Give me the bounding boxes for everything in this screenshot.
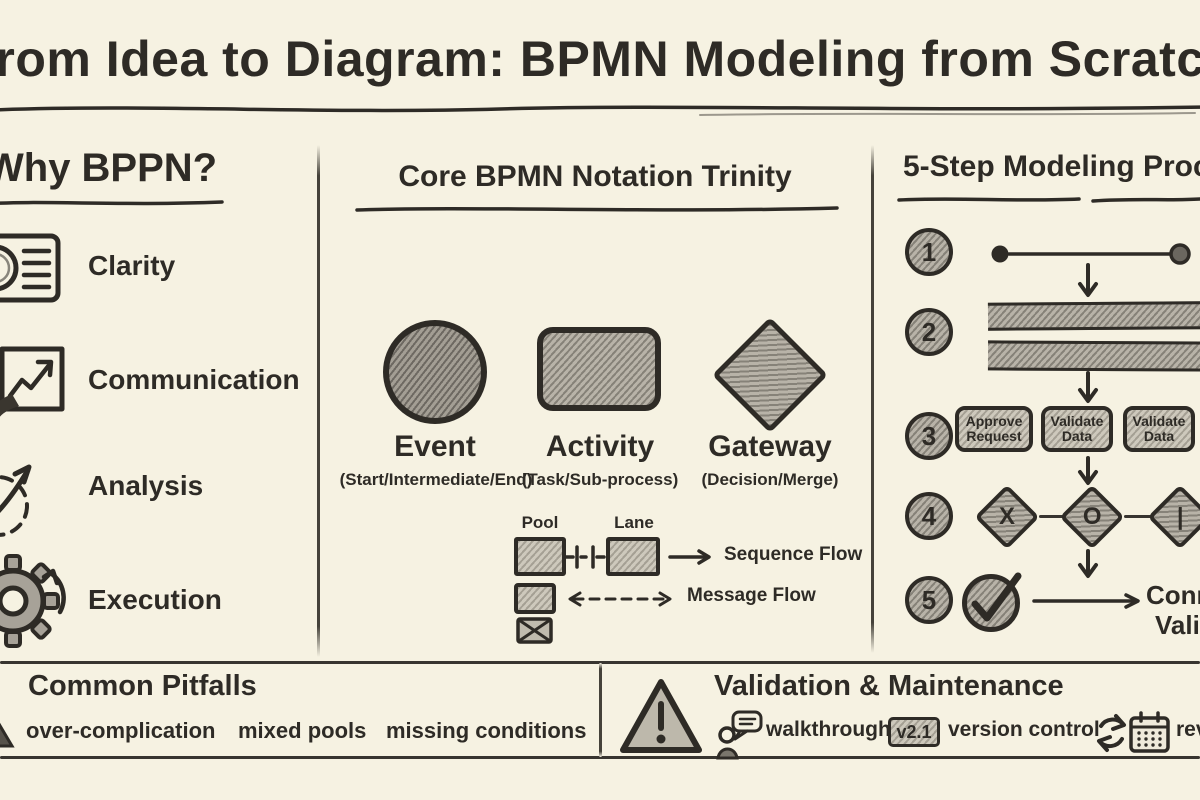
pitfall-mixed-pools: mixed pools bbox=[238, 718, 367, 743]
why-item-communication: Communication bbox=[88, 364, 300, 395]
warning-triangle-icon bbox=[620, 679, 702, 753]
why-item-analysis: Analysis bbox=[88, 470, 204, 501]
clipped-warning-triangle-icon bbox=[0, 722, 15, 748]
swimlane-bar-1 bbox=[987, 301, 1200, 331]
final-label-line2: Validate bbox=[1155, 610, 1200, 640]
step-2-digit: 2 bbox=[921, 316, 937, 347]
step-1-digit: 1 bbox=[921, 236, 937, 267]
gateway-bar-symbol: | bbox=[1176, 503, 1184, 530]
gateway-connector-1 bbox=[1039, 515, 1067, 518]
walkthrough-label: walkthrough bbox=[766, 718, 891, 741]
why-item-clarity: Clarity bbox=[88, 250, 176, 281]
lane-box bbox=[606, 537, 660, 576]
gateway-label: Gateway bbox=[708, 430, 832, 463]
event-circle-shape bbox=[383, 320, 487, 424]
down-arrow-1-icon bbox=[1078, 263, 1098, 297]
final-label-line1: Connect bbox=[1146, 580, 1200, 610]
sequence-flow-label: Sequence Flow bbox=[724, 544, 863, 565]
pitfalls-heading: Common Pitfalls bbox=[28, 670, 257, 702]
down-arrow-4-icon bbox=[1078, 549, 1098, 578]
review-label: review bbox=[1176, 718, 1200, 741]
step-5-arrow bbox=[1032, 593, 1140, 609]
down-arrow-3-icon bbox=[1078, 456, 1098, 485]
activity-rect-shape bbox=[537, 327, 661, 411]
screen-list-icon bbox=[0, 233, 61, 303]
gateway-inclusive: O bbox=[1059, 484, 1125, 550]
refresh-icon bbox=[1097, 714, 1126, 752]
gateway-connector-2 bbox=[1124, 515, 1154, 518]
version-badge: v2.1 bbox=[888, 717, 940, 747]
step-3-number: 3 bbox=[905, 412, 953, 460]
sequence-flow-arrow bbox=[668, 549, 711, 565]
title-underline bbox=[0, 105, 1200, 116]
check-icon bbox=[971, 572, 1022, 622]
step-2-number: 2 bbox=[905, 308, 953, 356]
step-1-number: 1 bbox=[905, 228, 953, 276]
divider-left bbox=[317, 145, 320, 657]
trinity-underline bbox=[355, 206, 839, 212]
person-speech-icon bbox=[716, 710, 763, 760]
step-4-digit: 4 bbox=[921, 500, 937, 531]
activity-label: Activity bbox=[545, 430, 655, 463]
chart-arrow-icon bbox=[0, 346, 65, 417]
why-underline bbox=[0, 200, 224, 206]
gateway-diamond-shape bbox=[712, 317, 828, 433]
bottom-band-divider bbox=[599, 663, 602, 757]
pool-label: Pool bbox=[521, 513, 559, 532]
step-3-digit: 3 bbox=[921, 420, 937, 451]
down-arrow-2-icon bbox=[1078, 371, 1098, 403]
gateway-x-symbol: X bbox=[998, 502, 1016, 530]
why-heading: Why BPPN? bbox=[0, 146, 218, 190]
message-flow-label: Message Flow bbox=[687, 585, 816, 606]
why-item-execution: Execution bbox=[88, 584, 222, 615]
pool-box bbox=[514, 537, 566, 576]
task-box-approve-request: Approve Request bbox=[955, 406, 1033, 452]
gateway-subtitle: (Decision/Merge) bbox=[701, 470, 839, 489]
pitfall-over-complication: over-complication bbox=[26, 718, 216, 743]
gateway-parallel: | bbox=[1147, 484, 1200, 550]
step-4-number: 4 bbox=[905, 492, 953, 540]
task-box-validate-data-2: Validate Data bbox=[1123, 406, 1195, 452]
activity-subtitle: (Task/Sub-process) bbox=[521, 470, 679, 489]
gateway-exclusive: X bbox=[974, 484, 1040, 550]
steps-underline bbox=[897, 197, 1200, 203]
lane-label: Lane bbox=[614, 513, 654, 532]
message-box bbox=[514, 583, 556, 614]
calendar-icon bbox=[1129, 711, 1170, 753]
message-flow-arrow bbox=[568, 591, 672, 607]
pool-lane-connector bbox=[564, 545, 606, 569]
swimlane-bar-2 bbox=[987, 340, 1200, 372]
step-5-digit: 5 bbox=[921, 584, 937, 615]
event-subtitle: (Start/Intermediate/End) bbox=[339, 470, 533, 489]
maintenance-heading: Validation & Maintenance bbox=[714, 670, 1064, 702]
gateway-o-symbol: O bbox=[1082, 502, 1102, 530]
divider-right bbox=[871, 145, 874, 653]
pitfall-missing-conditions: missing conditions bbox=[386, 718, 587, 743]
version-control-label: version control bbox=[948, 718, 1100, 741]
gear-cycle-icon bbox=[0, 554, 66, 648]
step-1-start-end-line bbox=[991, 243, 1191, 265]
bottom-band-top-line bbox=[0, 661, 1200, 664]
envelope-icon bbox=[516, 617, 553, 644]
bottom-band-bottom-line bbox=[0, 756, 1200, 759]
task-box-validate-data-1: Validate Data bbox=[1041, 406, 1113, 452]
page-title: From Idea to Diagram: BPMN Modeling from… bbox=[0, 31, 1200, 87]
trend-circle-icon bbox=[0, 464, 32, 537]
event-label: Event bbox=[394, 430, 476, 463]
steps-heading: 5-Step Modeling Process bbox=[903, 150, 1200, 183]
step-5-number: 5 bbox=[905, 576, 953, 624]
trinity-heading: Core BPMN Notation Trinity bbox=[398, 160, 792, 193]
